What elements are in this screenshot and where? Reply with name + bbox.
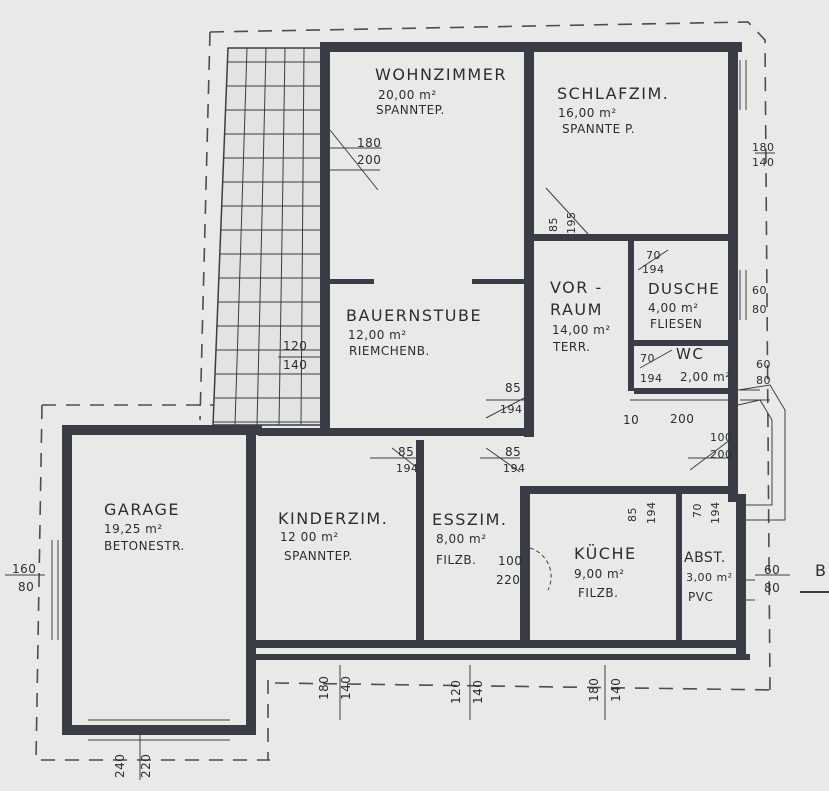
room-floor-garage: BETONESTR.	[104, 539, 185, 553]
room-floor-schlafzim: SPANNTE P.	[562, 122, 636, 136]
dimension-lines	[5, 152, 829, 780]
dim-label: 140	[283, 358, 308, 372]
dim-label: 85	[398, 445, 415, 459]
dim-label: 120	[449, 679, 463, 704]
room-area-kueche: 9,00 m²	[574, 567, 625, 581]
dim-label: 200	[710, 448, 733, 461]
room-floor-dusche: FLIESEN	[650, 317, 703, 331]
room-name-abst: ABST.	[684, 550, 726, 566]
room-area-schlafzim: 16,00 m²	[558, 106, 617, 120]
room-floor-kinderzim: SPANNTEP.	[284, 549, 353, 563]
dim-label: 80	[752, 303, 767, 316]
outline-top	[209, 21, 771, 691]
outline-garage-left	[35, 404, 270, 761]
room-area-abst: 3,00 m²	[686, 571, 733, 584]
room-floor-wohnzimmer: SPANNTEP.	[376, 103, 445, 117]
dim-label: 120	[283, 339, 308, 353]
room-area-esszim: 8,00 m²	[436, 532, 487, 546]
windows	[51, 60, 786, 741]
outline-left-upper	[199, 31, 211, 421]
dim-label: 140	[471, 679, 485, 704]
room-area-wc: 2,00 m²	[680, 370, 731, 384]
room-name-vorraum-1: VOR -	[550, 278, 603, 297]
room-floor-bauernstube: RIEMCHENB.	[349, 344, 430, 358]
dim-label: 194	[642, 263, 665, 276]
dim-label: 180	[317, 675, 331, 700]
room-name-vorraum-2: RAUM	[550, 300, 603, 319]
dim-label: 100	[498, 554, 523, 568]
dim-label: 140	[752, 156, 775, 169]
edge-marker-b: B	[815, 561, 828, 580]
room-floor-abst: PVC	[688, 590, 714, 604]
dim-label: 180	[357, 136, 382, 150]
dim-label: 80	[764, 581, 781, 595]
dim-label: 240	[113, 753, 127, 778]
dim-label: 220	[496, 573, 521, 587]
dim-label: 200	[357, 153, 382, 167]
dim-label: 195	[565, 211, 578, 235]
dim-label: 194	[500, 403, 523, 416]
dim-label: 100	[710, 431, 733, 444]
dim-label: 85	[626, 507, 639, 522]
dim-label: 60	[756, 358, 771, 371]
room-area-dusche: 4,00 m²	[648, 301, 699, 315]
door-swings	[329, 129, 731, 591]
dim-label: 194	[640, 372, 663, 385]
room-floor-vorraum: TERR.	[553, 340, 591, 354]
room-name-kinderzim: KINDERZIM.	[278, 509, 389, 528]
room-area-vorraum: 14,00 m²	[552, 323, 611, 337]
room-name-wohnzimmer: WOHNZIMMER	[375, 65, 507, 84]
dim-label: 85	[505, 381, 522, 395]
dim-label: 70	[640, 352, 655, 365]
dim-label: 10	[623, 413, 640, 427]
room-name-schlafzim: SCHLAFZIM.	[557, 84, 670, 103]
dim-label: 140	[339, 675, 353, 700]
dim-label: 194	[709, 501, 722, 525]
dim-label: 70	[646, 249, 661, 262]
room-name-bauernstube: BAUERNSTUBE	[346, 306, 483, 325]
dim-label: 140	[609, 677, 623, 702]
room-name-kueche: KÜCHE	[574, 544, 637, 563]
room-floor-kueche: FILZB.	[578, 586, 619, 600]
dim-label: 194	[503, 462, 526, 475]
room-floor-esszim: FILZB.	[436, 553, 477, 567]
room-name-wc: WC	[676, 345, 705, 363]
room-name-dusche: DUSCHE	[648, 280, 721, 298]
room-name-esszim: ESSZIM.	[432, 510, 508, 529]
room-area-wohnzimmer: 20,00 m²	[378, 88, 437, 102]
dim-label: 180	[587, 677, 601, 702]
dim-label: 60	[752, 284, 767, 297]
room-area-kinderzim: 12 00 m²	[280, 530, 339, 544]
dim-label: 194	[645, 501, 658, 525]
room-name-garage: GARAGE	[104, 500, 180, 519]
dim-label: 85	[547, 217, 560, 232]
room-area-garage: 19,25 m²	[104, 522, 163, 536]
dim-label: 220	[139, 753, 153, 778]
dim-label: 180	[752, 141, 775, 154]
dim-label: 70	[691, 503, 704, 518]
room-area-bauernstube: 12,00 m²	[348, 328, 407, 342]
dim-label: 160	[12, 562, 37, 576]
outline-bottom	[274, 682, 776, 691]
dim-label: 85	[505, 445, 522, 459]
dim-label: 80	[756, 374, 771, 387]
dim-label: 194	[396, 462, 419, 475]
walls	[62, 42, 750, 735]
dim-label: 200	[670, 412, 695, 426]
dim-label: 80	[18, 580, 35, 594]
terrace-grid	[212, 47, 323, 426]
dim-label: 60	[764, 563, 781, 577]
